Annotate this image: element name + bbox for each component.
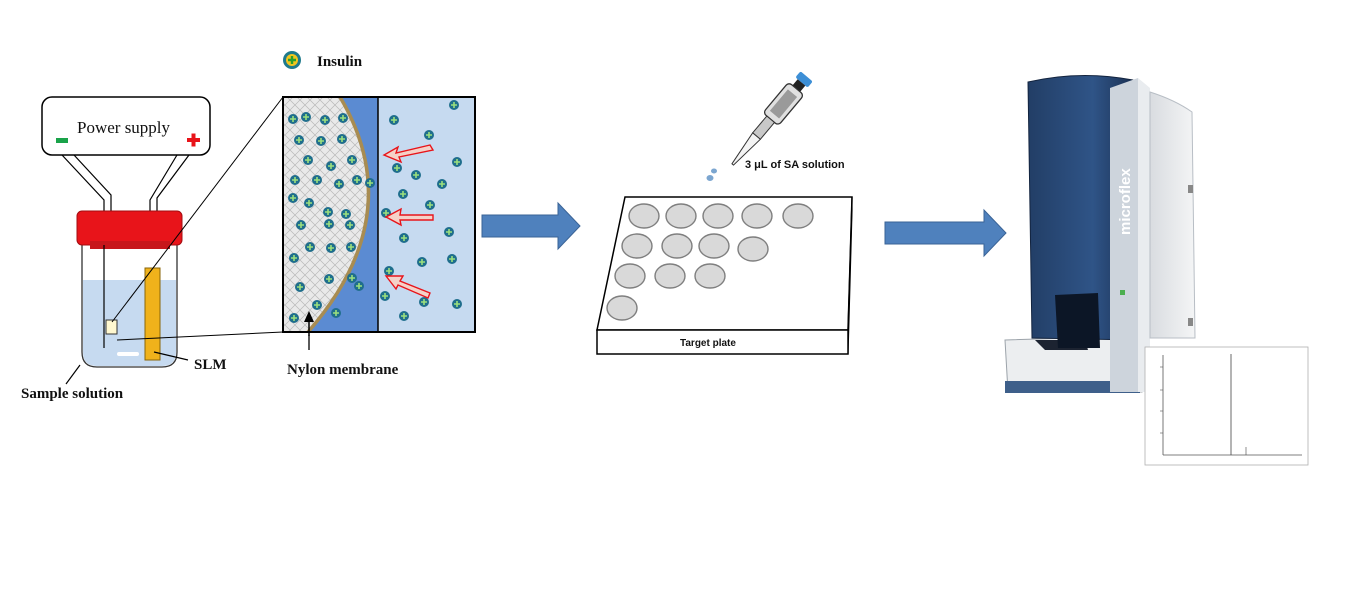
mass-spectrum-icon — [1144, 346, 1309, 466]
insulin-ion — [312, 300, 322, 310]
membrane-zoom-panel: Nylon membrane — [282, 96, 476, 378]
slm-label: SLM — [194, 357, 227, 373]
insulin-ion — [288, 114, 298, 124]
stir-bar — [117, 352, 139, 356]
insulin-ion — [323, 207, 333, 217]
insulin-ion — [304, 198, 314, 208]
insulin-ion — [295, 282, 305, 292]
insulin-label: Insulin — [317, 54, 363, 70]
insulin-ion — [305, 242, 315, 252]
insulin-ion — [419, 297, 429, 307]
insulin-ion — [326, 243, 336, 253]
instrument-brand-label: microflex — [1117, 168, 1134, 235]
insulin-ion — [324, 274, 334, 284]
insulin-ion — [334, 179, 344, 189]
plate-wells — [606, 203, 814, 321]
maldi-instrument-icon: microflex — [1004, 74, 1196, 393]
insulin-ion — [312, 175, 322, 185]
insulin-ion — [347, 155, 357, 165]
insulin-ion — [354, 281, 364, 291]
electrochemical-cell: Power supply Sample solution SLM — [21, 96, 227, 402]
insulin-ion — [392, 163, 402, 173]
insulin-ion — [425, 200, 435, 210]
process-arrow-1 — [481, 201, 581, 251]
insulin-ion — [347, 273, 357, 283]
power-supply-label: Power supply — [77, 118, 171, 137]
zoom-line-bottom — [116, 331, 284, 341]
negative-terminal-icon — [56, 138, 68, 143]
insulin-ion — [324, 219, 334, 229]
insulin-legend: Insulin — [283, 51, 363, 70]
plus-ion-icon — [283, 51, 301, 69]
insulin-ion — [296, 220, 306, 230]
insulin-ion — [294, 135, 304, 145]
insulin-ions — [288, 100, 462, 323]
insulin-ion — [399, 233, 409, 243]
insulin-ion — [316, 136, 326, 146]
insulin-ion — [346, 242, 356, 252]
insulin-ion — [447, 254, 457, 264]
insulin-ion — [424, 130, 434, 140]
insulin-ion — [352, 175, 362, 185]
insulin-ion — [289, 253, 299, 263]
insulin-ion — [320, 115, 330, 125]
insulin-ion — [345, 220, 355, 230]
migration-arrows — [382, 144, 435, 299]
insulin-ion — [411, 170, 421, 180]
insulin-ion — [398, 189, 408, 199]
zoom-line-top — [111, 96, 284, 323]
power-supply-box — [41, 96, 211, 156]
insulin-ion — [389, 115, 399, 125]
target-plate-label: Target plate — [680, 338, 736, 349]
vial-cap — [76, 210, 183, 246]
insulin-ion — [341, 209, 351, 219]
target-plate: Target plate — [596, 196, 853, 355]
insulin-ion — [301, 112, 311, 122]
positive-terminal-icon — [187, 133, 200, 147]
insulin-ion — [338, 113, 348, 123]
insulin-ion — [331, 308, 341, 318]
insulin-ion — [337, 134, 347, 144]
insulin-ion — [303, 155, 313, 165]
insulin-ion — [326, 161, 336, 171]
nylon-membrane-label: Nylon membrane — [287, 362, 399, 378]
insulin-ion — [437, 179, 447, 189]
insulin-ion — [289, 313, 299, 323]
insulin-ion — [449, 100, 459, 110]
insulin-ion — [380, 291, 390, 301]
nylon-membrane-curve — [306, 97, 371, 332]
sa-solution-label: 3 μL of SA solution — [745, 159, 845, 171]
insulin-ion — [452, 157, 462, 167]
insulin-ion — [452, 299, 462, 309]
process-arrow-2 — [884, 208, 1007, 258]
sample-solution-label: Sample solution — [21, 386, 124, 402]
insulin-ion — [288, 193, 298, 203]
insulin-ion — [417, 257, 427, 267]
pipette-icon — [706, 72, 812, 181]
membrane-holder — [105, 319, 118, 335]
insulin-ion — [290, 175, 300, 185]
insulin-ion — [399, 311, 409, 321]
insulin-ion — [444, 227, 454, 237]
insulin-ion — [384, 266, 394, 276]
insulin-ion — [365, 178, 375, 188]
slm-electrode — [144, 267, 161, 361]
